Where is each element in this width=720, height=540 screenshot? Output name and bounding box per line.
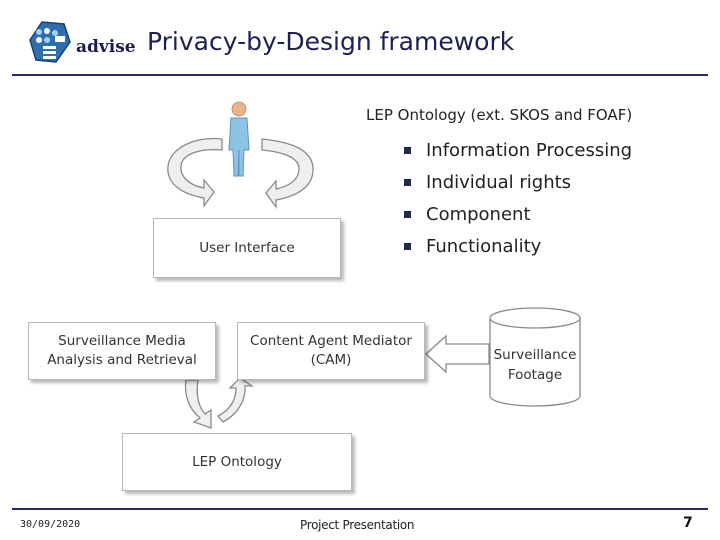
cycle-arrow-right-icon: [261, 138, 314, 210]
ontology-label: LEP Ontology (ext. SKOS and FOAF): [366, 106, 633, 124]
bullet-square-icon: [404, 242, 411, 250]
bullet-text: Functionality: [426, 235, 542, 257]
page-number: 7: [683, 515, 693, 531]
list-item: Individual rights: [404, 166, 632, 198]
user-interface-label: User Interface: [199, 239, 295, 256]
logo-text: advise: [76, 37, 136, 57]
footage-label: Surveillance Footage: [492, 345, 578, 385]
bullet-text: Information Processing: [426, 139, 633, 161]
cycle-arrow-lower-left-icon: [184, 379, 212, 429]
lep-ontology-box: LEP Ontology: [122, 433, 352, 491]
footage-label-line2: Footage: [507, 367, 563, 383]
user-interface-box: User Interface: [153, 218, 341, 278]
cam-box: Content Agent Mediator (CAM): [237, 322, 425, 380]
cycle-arrow-left-icon: [167, 137, 223, 209]
database-cylinder-icon: [489, 307, 581, 407]
footage-to-cam-arrow-icon: [425, 334, 490, 374]
cam-label-line2: (CAM): [310, 352, 352, 368]
bullet-text: Component: [426, 203, 531, 225]
bullet-square-icon: [404, 210, 411, 218]
cam-label-line1: Content Agent Mediator: [250, 333, 412, 349]
advise-logo: [29, 21, 71, 63]
surveillance-media-label-line1: Surveillance Media: [58, 333, 186, 349]
person-icon: [228, 101, 250, 177]
lep-ontology-label: LEP Ontology: [192, 453, 282, 470]
footage-label-line1: Surveillance: [493, 347, 577, 363]
bullet-square-icon: [404, 146, 411, 154]
bullet-square-icon: [404, 178, 411, 186]
surveillance-media-box: Surveillance Media Analysis and Retrieva…: [28, 322, 216, 380]
header-divider: [12, 74, 708, 76]
surveillance-media-label-line2: Analysis and Retrieval: [47, 352, 197, 368]
footer-divider: [12, 508, 708, 510]
list-item: Information Processing: [404, 134, 632, 166]
ontology-bullet-list: Information Processing Individual rights…: [404, 134, 632, 262]
footer-date: 30/09/2020: [20, 519, 81, 530]
page-title: Privacy-by-Design framework: [147, 27, 515, 56]
list-item: Functionality: [404, 230, 632, 262]
list-item: Component: [404, 198, 632, 230]
footer-presentation-label: Project Presentation: [300, 518, 415, 532]
bullet-text: Individual rights: [426, 171, 572, 193]
cycle-arrow-lower-right-icon: [216, 377, 255, 423]
